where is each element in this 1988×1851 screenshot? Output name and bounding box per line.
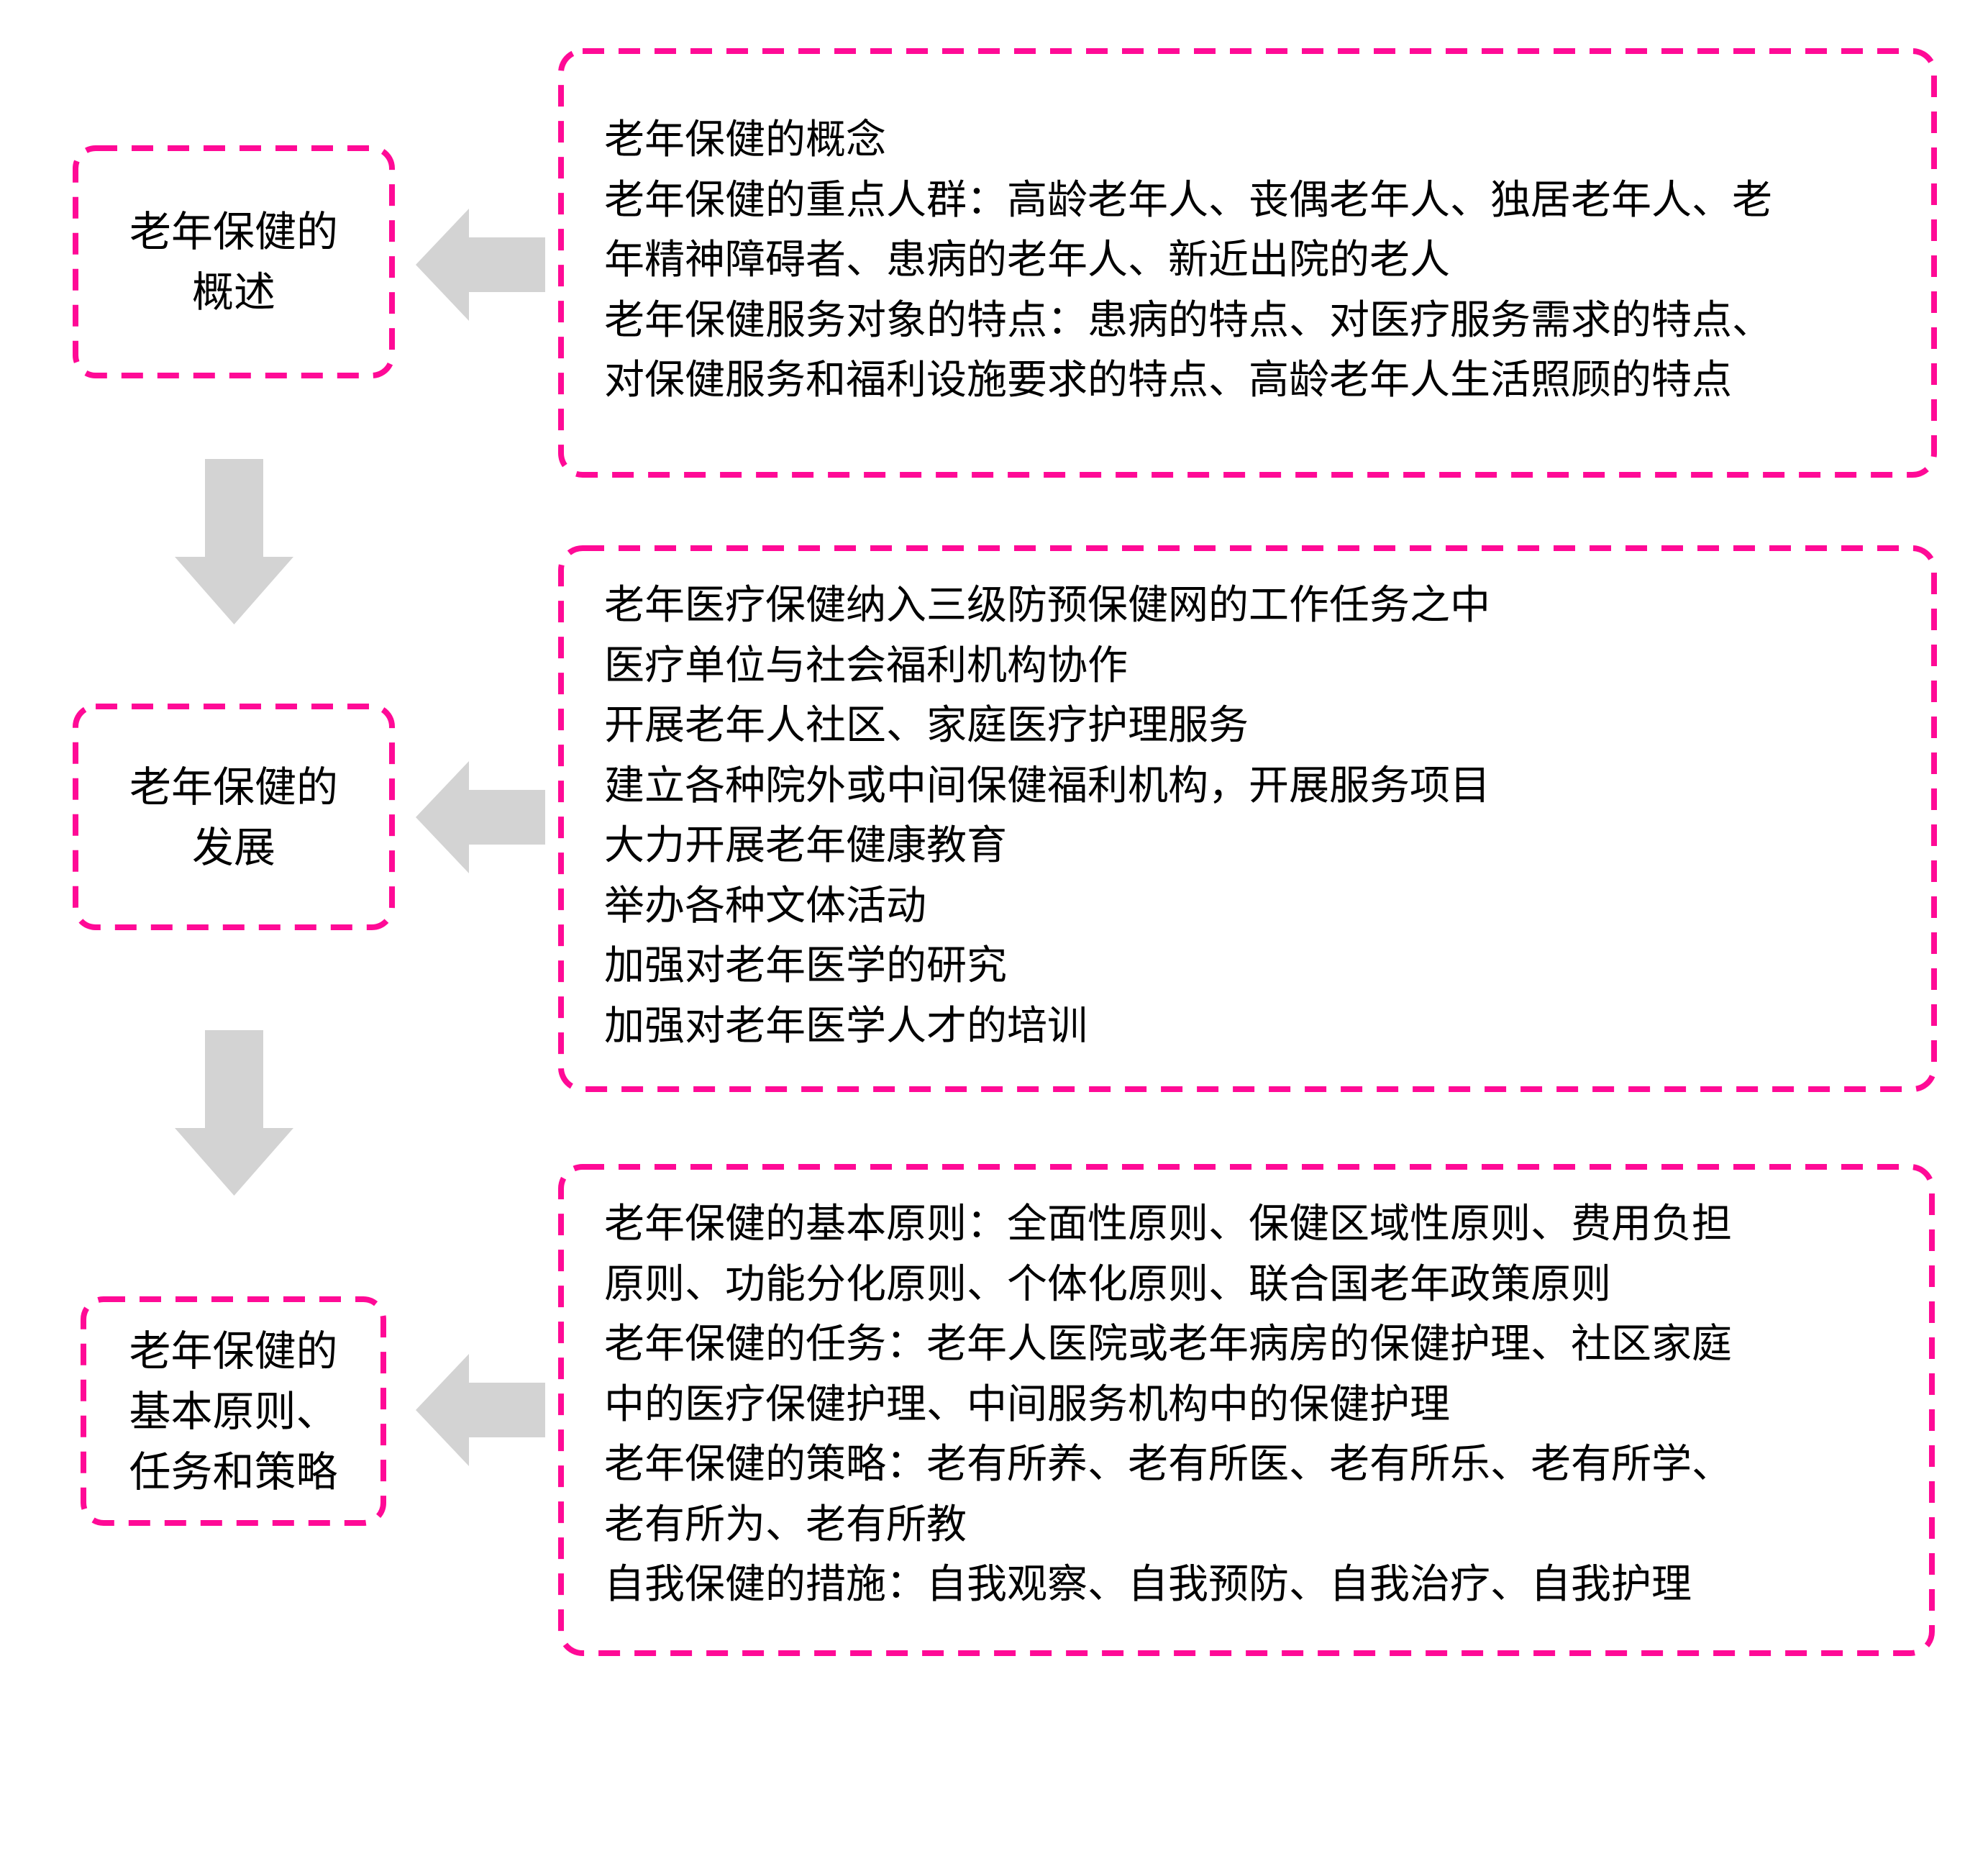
arrow-left-icon xyxy=(416,209,545,321)
detail-box-overview: 老年保健的概念 老年保健的重点人群：高龄老年人、丧偶老年人、独居老年人、老 年精… xyxy=(558,48,1937,478)
dashed-border xyxy=(558,545,1937,1092)
arrow-left-icon xyxy=(416,1354,545,1466)
detail-line: 建立各种院外或中间保健福利机构，开展服务项目 xyxy=(604,762,1490,809)
detail-line: 自我保健的措施：自我观察、自我预防、自我治疗、自我护理 xyxy=(604,1561,1692,1608)
detail-line: 老年保健服务对象的特点：患病的特点、对医疗服务需求的特点、 xyxy=(604,296,1772,344)
detail-line: 原则、功能分化原则、个体化原则、联合国老年政策原则 xyxy=(604,1260,1611,1308)
detail-line: 年精神障碍者、患病的老年人、新近出院的老人 xyxy=(604,237,1450,283)
detail-line: 老年保健的任务：老年人医院或老年病房的保健护理、社区家庭 xyxy=(604,1321,1732,1368)
detail-line: 老年保健的基本原则：全面性原则、保健区域性原则、费用负担 xyxy=(604,1201,1732,1247)
dashed-border xyxy=(558,1164,1935,1656)
detail-line: 老年保健的重点人群：高龄老年人、丧偶老年人、独居老年人、老 xyxy=(604,176,1772,224)
dashed-border xyxy=(73,145,395,378)
topic-box-principles: 老年保健的 基本原则、 任务和策略 xyxy=(81,1296,386,1526)
detail-line: 大力开展老年健康教育 xyxy=(604,822,1007,869)
dashed-border xyxy=(73,704,395,930)
topic-title: 老年保健的 概述 xyxy=(129,207,338,317)
detail-line: 老有所为、老有所教 xyxy=(604,1501,967,1548)
detail-line: 老年保健的概念 xyxy=(604,117,886,163)
detail-line: 加强对老年医学人才的培训 xyxy=(604,1002,1088,1050)
detail-line: 老年保健的策略：老有所养、老有所医、老有所乐、老有所学、 xyxy=(604,1441,1732,1488)
detail-box-principles: 老年保健的基本原则：全面性原则、保健区域性原则、费用负担 原则、功能分化原则、个… xyxy=(558,1164,1935,1656)
detail-list: 老年保健的概念 老年保健的重点人群：高龄老年人、丧偶老年人、独居老年人、老 年精… xyxy=(604,110,1915,411)
dashed-border xyxy=(558,48,1937,478)
detail-list: 老年医疗保健纳入三级防预保健网的工作任务之中 医疗单位与社会福利机构协作 开展老… xyxy=(604,576,1915,1056)
detail-list: 老年保健的基本原则：全面性原则、保健区域性原则、费用负担 原则、功能分化原则、个… xyxy=(604,1194,1913,1615)
arrow-down-icon xyxy=(175,1030,293,1196)
detail-line: 老年医疗保健纳入三级防预保健网的工作任务之中 xyxy=(604,582,1490,629)
detail-line: 医疗单位与社会福利机构协作 xyxy=(604,642,1128,689)
detail-line: 对保健服务和福利设施要求的特点、高龄老年人生活照顾的特点 xyxy=(604,357,1732,404)
topic-title: 老年保健的 发展 xyxy=(129,762,338,872)
detail-line: 开展老年人社区、家庭医疗护理服务 xyxy=(604,702,1249,749)
arrow-down-icon xyxy=(175,459,293,624)
detail-line: 加强对老年医学的研究 xyxy=(604,942,1007,989)
detail-box-development: 老年医疗保健纳入三级防预保健网的工作任务之中 医疗单位与社会福利机构协作 开展老… xyxy=(558,545,1937,1092)
detail-line: 举办各种文体活动 xyxy=(604,882,926,929)
arrow-left-icon xyxy=(416,761,545,873)
topic-box-overview: 老年保健的 概述 xyxy=(73,145,395,378)
topic-box-development: 老年保健的 发展 xyxy=(73,704,395,930)
detail-line: 中的医疗保健护理、中间服务机构中的保健护理 xyxy=(604,1381,1450,1428)
topic-title: 老年保健的 基本原则、 任务和策略 xyxy=(129,1326,338,1496)
